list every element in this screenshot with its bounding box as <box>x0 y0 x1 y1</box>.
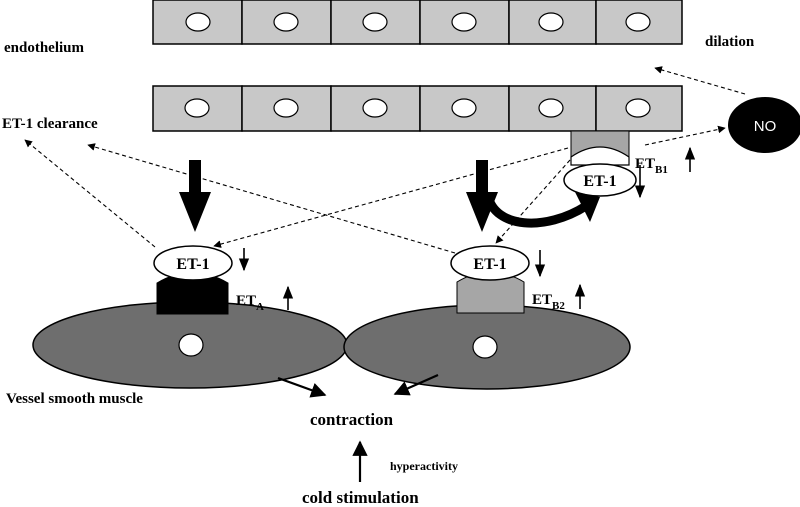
etb2-label-sub: B2 <box>552 300 565 312</box>
dashed-arrow-to-dilation <box>654 66 746 95</box>
secretion-arrow-right <box>466 160 498 232</box>
dashed-arrow-to-etb2 <box>495 159 571 244</box>
cell-nucleus <box>625 98 651 118</box>
smooth-muscle-nucleus <box>178 333 204 357</box>
cell-nucleus <box>273 12 299 32</box>
dashed-arrow-to-eta <box>213 147 569 248</box>
cell-nucleus <box>273 98 299 118</box>
etb2-label-main: ET <box>532 292 552 308</box>
eta-label: ETA <box>236 293 264 313</box>
no-label: NO <box>754 118 777 135</box>
et1-label-right: ET-1 <box>473 256 506 273</box>
endothelium-row-bottom <box>152 85 683 132</box>
dashed-arrow-clearance-left <box>24 139 156 248</box>
no-oval <box>728 97 800 153</box>
curved-arrow-head <box>575 192 600 222</box>
cell-nucleus <box>184 98 210 118</box>
etb2-label: ETB2 <box>532 292 565 312</box>
vessel-smooth-muscle-label: Vessel smooth muscle <box>6 391 143 407</box>
eta-label-sub: A <box>256 301 264 313</box>
cell-nucleus <box>451 98 477 118</box>
etb1-label-main: ET <box>635 156 655 172</box>
contraction-label: contraction <box>310 410 394 429</box>
et1-clearance-label: ET-1 clearance <box>2 116 98 132</box>
hyperactivity-label: hyperactivity <box>390 459 458 473</box>
cell-nucleus <box>362 98 388 118</box>
cell-nucleus <box>185 12 211 32</box>
cell-nucleus <box>625 12 651 32</box>
endothelium-row-top <box>152 0 683 45</box>
et1-label-left: ET-1 <box>176 256 209 273</box>
endothelial-cell <box>419 85 510 132</box>
et1-ligand-left <box>153 245 233 281</box>
cold-stimulation-label: cold stimulation <box>302 488 419 507</box>
dashed-arrow-clearance-right <box>87 143 456 254</box>
cell-nucleus <box>538 98 564 118</box>
et1-ligand-etb1 <box>563 163 637 197</box>
dilation-label: dilation <box>705 34 755 50</box>
etb1-receptor-cup <box>570 146 630 166</box>
secretion-arrow-left <box>179 160 211 232</box>
et1-ligand-right <box>450 245 530 281</box>
eta-label-main: ET <box>236 293 256 309</box>
smooth-muscle-nucleus <box>472 335 498 359</box>
endothelial-cell <box>330 85 421 132</box>
etb1-label-sub: B1 <box>655 164 668 176</box>
et1-label-etb1: ET-1 <box>583 173 616 190</box>
cell-nucleus <box>451 12 477 32</box>
endothelium-label: endothelium <box>4 40 85 56</box>
cell-nucleus <box>538 12 564 32</box>
etb1-label: ETB1 <box>635 156 668 176</box>
arrow-left-muscle-to-contraction <box>277 376 327 398</box>
cell-nucleus <box>362 12 388 32</box>
curved-arrow-to-etb1 <box>483 194 589 228</box>
arrow-right-muscle-to-contraction <box>393 373 439 396</box>
